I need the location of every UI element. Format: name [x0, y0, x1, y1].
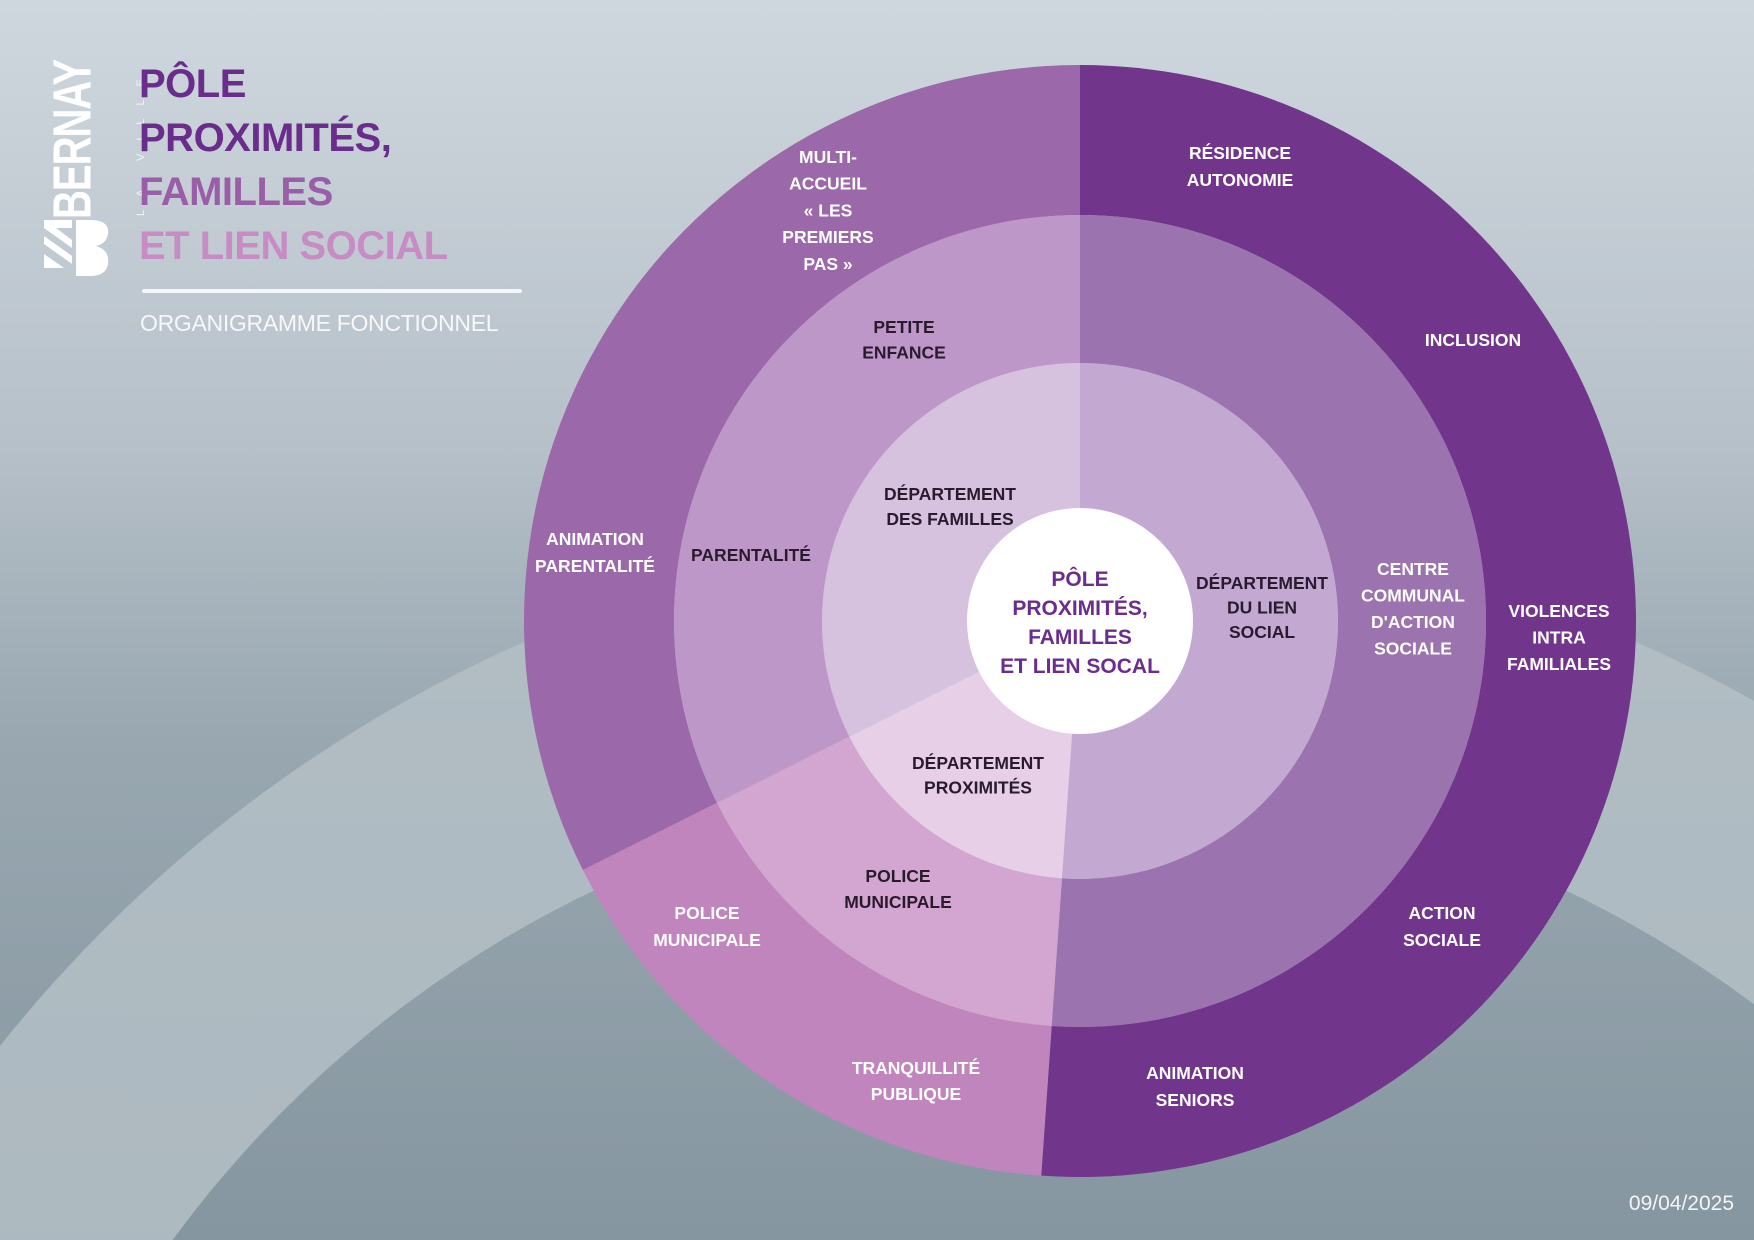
- department-lien-social-label: DÉPARTEMENT DU LIEN SOCIAL: [1196, 572, 1328, 642]
- unit-animation-parentalite-label-line: PARENTALITÉ: [535, 555, 655, 576]
- title-divider: [142, 289, 522, 293]
- unit-animation-seniors-label: ANIMATION SENIORS: [1146, 1063, 1244, 1110]
- title-line-familles: FAMILLES: [139, 170, 333, 214]
- unit-tranquillite-publique-label-line: PUBLIQUE: [871, 1084, 961, 1104]
- center-label-line: ET LIEN SOCAL: [1000, 655, 1160, 678]
- service-police-municipale-label: POLICE MUNICIPALE: [844, 866, 952, 912]
- unit-animation-parentalite-label-line: ANIMATION: [546, 529, 644, 549]
- unit-violences-intra-familiales-label-line: INTRA: [1532, 628, 1586, 648]
- unit-action-sociale-label-line: SOCIALE: [1403, 930, 1481, 950]
- bernay-logo: BERNAY LA VILLE: [40, 44, 147, 280]
- department-familles-label: DÉPARTEMENT DES FAMILLES: [884, 483, 1016, 529]
- sector-lien-social-inner-ring: [1062, 363, 1338, 879]
- unit-animation-seniors-label-line: ANIMATION: [1146, 1063, 1244, 1083]
- sector-familles-middle-ring: [674, 215, 1080, 803]
- unit-multi-accueil-label-line: MULTI-: [799, 147, 857, 167]
- department-familles-label-line: DÉPARTEMENT: [884, 483, 1016, 504]
- unit-residence-autonomie-label: RÉSIDENCE AUTONOMIE: [1187, 142, 1294, 190]
- center-disc: [967, 508, 1193, 734]
- unit-animation-parentalite-label: ANIMATION PARENTALITÉ: [535, 529, 655, 576]
- unit-police-municipale-label-line: POLICE: [674, 903, 739, 923]
- center-label: PÔLE PROXIMITÉS, FAMILLES ET LIEN SOCAL: [1000, 567, 1160, 678]
- unit-police-municipale-label-line: MUNICIPALE: [653, 930, 761, 950]
- center-label-line: FAMILLES: [1028, 626, 1132, 649]
- page-title: PÔLE PROXIMITÉS, FAMILLES ET LIEN SOCIAL: [139, 57, 448, 273]
- sector-lien-social-outer-ring: [1041, 65, 1636, 1177]
- title-line-lien-social: ET LIEN SOCIAL: [139, 224, 448, 268]
- department-familles-label-line: DES FAMILLES: [886, 509, 1013, 529]
- service-police-municipale-label-line: MUNICIPALE: [844, 892, 952, 912]
- unit-multi-accueil-label-line: PAS »: [803, 254, 852, 274]
- unit-multi-accueil-label-line: PREMIERS: [782, 227, 873, 247]
- document-date: 09/04/2025: [1628, 1192, 1734, 1215]
- unit-residence-autonomie-label-line: RÉSIDENCE: [1189, 142, 1291, 163]
- unit-residence-autonomie-label-line: AUTONOMIE: [1187, 170, 1294, 190]
- service-parentalite-label-line: PARENTALITÉ: [691, 544, 811, 565]
- center-label-line: PÔLE: [1051, 567, 1108, 591]
- sector-proximites-inner-ring: [849, 670, 1073, 879]
- unit-animation-seniors-label-line: SENIORS: [1156, 1090, 1235, 1110]
- service-ccas-label-line: D'ACTION: [1371, 612, 1455, 632]
- unit-violences-intra-familiales-label: VIOLENCES INTRA FAMILIALES: [1507, 601, 1611, 674]
- page-subtitle: ORGANIGRAMME FONCTIONNEL: [140, 310, 499, 336]
- unit-police-municipale-label: POLICE MUNICIPALE: [653, 903, 761, 950]
- service-police-municipale-label-line: POLICE: [865, 866, 930, 886]
- service-petite-enfance-label-line: ENFANCE: [862, 343, 946, 363]
- unit-violences-intra-familiales-label-line: VIOLENCES: [1508, 601, 1609, 621]
- unit-action-sociale-label: ACTION SOCIALE: [1403, 903, 1481, 950]
- unit-multi-accueil-label: MULTI- ACCUEIL « LES PREMIERS PAS »: [782, 147, 873, 274]
- logo-b-mark-icon: [44, 220, 109, 276]
- sector-lien-social-middle-ring: [1051, 215, 1487, 1027]
- unit-action-sociale-label-line: ACTION: [1408, 903, 1475, 923]
- unit-tranquillite-publique-label: TRANQUILLITÉ PUBLIQUE: [852, 1057, 980, 1104]
- service-parentalite-label: PARENTALITÉ: [691, 544, 811, 565]
- unit-inclusion-label-line: INCLUSION: [1425, 330, 1521, 350]
- department-lien-social-label-line: SOCIAL: [1229, 622, 1295, 642]
- unit-violences-intra-familiales-label-line: FAMILIALES: [1507, 654, 1611, 674]
- unit-tranquillite-publique-label-line: TRANQUILLITÉ: [852, 1057, 980, 1078]
- department-lien-social-label-line: DÉPARTEMENT: [1196, 572, 1328, 593]
- center-label-line: PROXIMITÉS,: [1012, 597, 1147, 620]
- title-line-proximites: PROXIMITÉS,: [139, 116, 392, 160]
- service-ccas-label: CENTRE COMMUNAL D'ACTION SOCIALE: [1361, 559, 1465, 659]
- service-ccas-label-line: COMMUNAL: [1361, 586, 1465, 606]
- service-petite-enfance-label-line: PETITE: [873, 317, 934, 337]
- unit-multi-accueil-label-line: ACCUEIL: [789, 174, 867, 194]
- sector-proximites-middle-ring: [716, 736, 1063, 1027]
- department-lien-social-label-line: DU LIEN: [1227, 598, 1297, 618]
- sector-proximites-outer-ring: [582, 802, 1052, 1176]
- department-proximites-label: DÉPARTEMENT PROXIMITÉS: [912, 752, 1044, 798]
- service-petite-enfance-label: PETITE ENFANCE: [862, 317, 946, 363]
- service-ccas-label-line: CENTRE: [1377, 559, 1449, 579]
- sector-familles-inner-ring: [822, 363, 1080, 737]
- title-line-pole: PÔLE: [139, 62, 246, 106]
- department-proximites-label-line: PROXIMITÉS: [924, 777, 1032, 798]
- unit-inclusion-label: INCLUSION: [1425, 330, 1521, 350]
- unit-multi-accueil-label-line: « LES: [804, 200, 853, 220]
- sector-familles-outer-ring: [524, 65, 1080, 870]
- department-proximites-label-line: DÉPARTEMENT: [912, 752, 1044, 773]
- service-ccas-label-line: SOCIALE: [1374, 639, 1452, 659]
